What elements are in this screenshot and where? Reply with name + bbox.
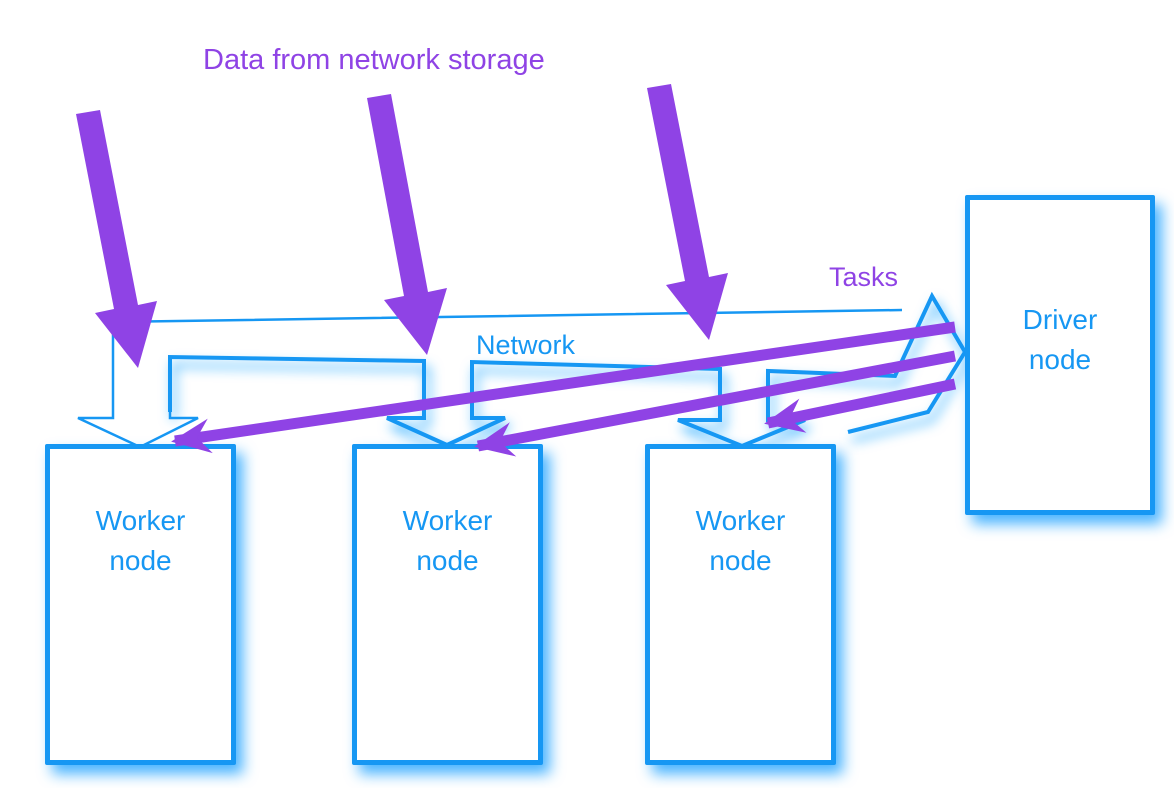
network-glow-outline [168,291,968,449]
worker-node-2: Worker node [352,444,543,765]
data-arrow-2-icon [367,94,447,355]
task-arrow-to-worker-2-icon [474,350,957,457]
driver-node: Driver node [965,195,1155,515]
data-arrow-3-icon [647,84,728,340]
network-annotation: Network [476,330,576,360]
tasks-annotation: Tasks [829,262,899,292]
data-storage-arrows [76,84,728,368]
worker-node-1-label-line1: Worker [95,505,186,536]
data-storage-annotation: Data from network storage [203,44,545,76]
driver-node-label-line1: Driver [1022,304,1098,335]
worker-node-2-label-line2: node [416,544,479,576]
data-arrow-1-icon [76,110,157,368]
task-arrow-to-worker-3-icon [764,378,957,433]
worker-node-1-label-line2: node [109,544,172,576]
worker-node-3: Worker node [645,444,836,765]
worker-node-3-label-line1: Worker [695,505,786,536]
network-trunk-shape [168,291,968,449]
driver-node-label-line2: node [1028,343,1092,375]
worker-node-3-label-line2: node [709,544,772,576]
worker-node-1: Worker node [45,444,236,765]
worker-node-2-label-line1: Worker [402,505,493,536]
